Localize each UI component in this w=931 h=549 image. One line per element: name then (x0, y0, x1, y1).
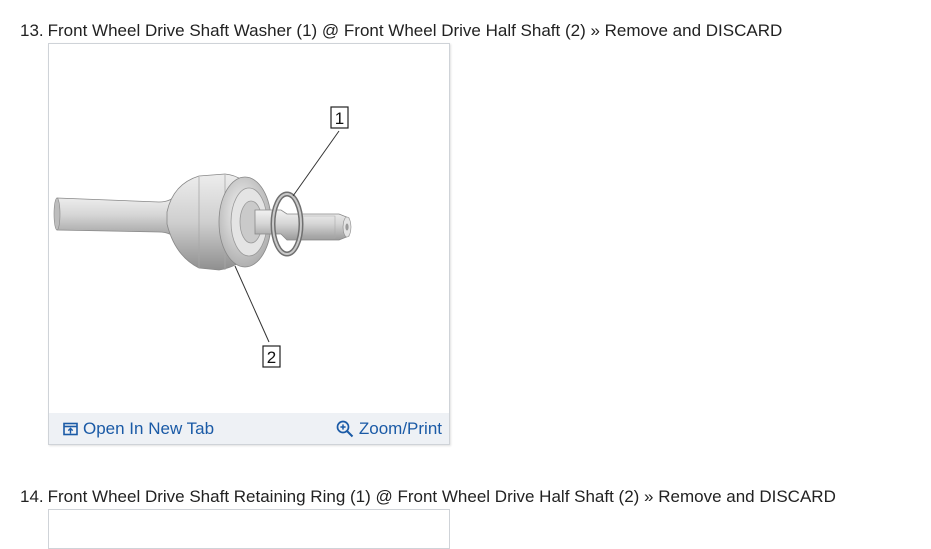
zoom-print-link[interactable]: Zoom/Print (336, 419, 442, 439)
zoom-print-label: Zoom/Print (358, 418, 442, 438)
zoom-in-icon (336, 420, 354, 437)
callout-2: 2 (267, 348, 276, 367)
figure-card-next (48, 509, 450, 549)
step-number: 14. (20, 487, 44, 506)
callout-2-box (262, 345, 281, 368)
callout-1-box (330, 106, 349, 129)
step-13-instruction: 13.Front Wheel Drive Shaft Washer (1) @ … (20, 21, 782, 41)
figure-toolbar: Open In New Tab Zoom/Print (49, 413, 449, 444)
step-text: Front Wheel Drive Shaft Retaining Ring (… (47, 487, 836, 506)
axle-shaft (56, 193, 182, 241)
figure-card: 1 2 Open In New Tab Zoom/Print (48, 43, 450, 445)
drive-shaft-illustration: 1 2 (53, 106, 352, 368)
step-14-instruction: 14.Front Wheel Drive Shaft Retaining Rin… (20, 487, 836, 507)
step-text: Front Wheel Drive Shaft Washer (1) @ Fro… (47, 21, 783, 40)
open-new-tab-icon (63, 422, 78, 435)
open-in-new-tab-label: Open In New Tab (83, 418, 215, 438)
callout-1: 1 (335, 109, 344, 128)
open-in-new-tab-link[interactable]: Open In New Tab (63, 419, 214, 439)
step-number: 13. (20, 21, 44, 40)
